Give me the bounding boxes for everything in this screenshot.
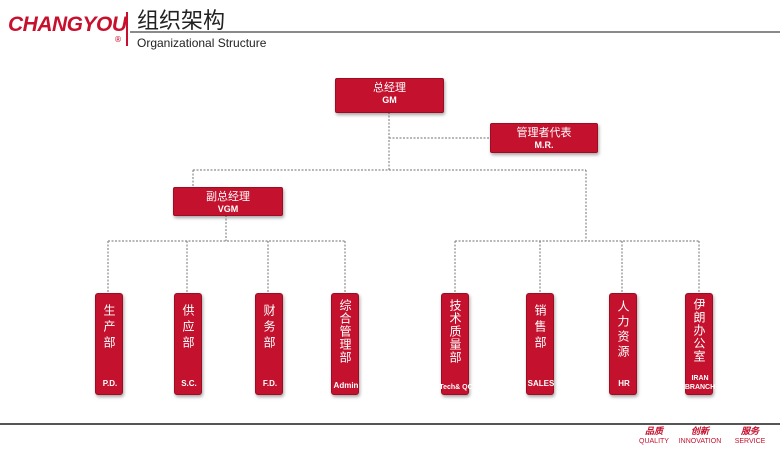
dept-label-en: Tech& QC [439,384,473,391]
dept-label-en: Admin [333,381,359,390]
page-subtitle: Organizational Structure [137,36,267,50]
dept-iran-branch: 伊朗办公室 IRAN BRANCH [685,293,715,395]
dept-label-cn: 销售部 [533,304,547,352]
header-divider [0,31,780,33]
dept-label-en: F.D. [262,379,278,388]
changyou-logo: CHANGYOU ® [8,12,127,44]
dept-label-en: HR [618,379,630,388]
dept-label-en: P.D. [102,379,118,388]
slogan-label-cn: 创新 [690,427,709,437]
slogan-innovation: 创新 INNOVATION [676,427,724,446]
mr-label-cn: 管理者代表 [516,126,572,139]
dept-admin: 综合管理部 Admin [331,293,359,395]
page-title: 组织架构 [137,9,226,34]
slogan-label-cn: 服务 [740,427,759,437]
gm-label-en: GM [382,95,397,105]
registered-mark: ® [114,35,122,44]
slogan-label-cn: 品质 [644,427,663,437]
slogan-quality: 品质 QUALITY [630,427,678,446]
dept-label-cn: 供应部 [181,304,195,352]
slogan-label-en: SERVICE [734,438,766,445]
dept-hr: 人力资源 HR [609,293,637,395]
dept-finance: 财务部 F.D. [255,293,283,395]
slogan-service: 服务 SERVICE [726,427,774,446]
dept-sales: 销售部 SALES [526,293,554,395]
vgm-label-cn: 副总经理 [206,190,250,203]
vgm-label-en: VGM [217,204,239,214]
dept-label-en: SALES [527,379,555,388]
mr-box: 管理者代表 M.R. [490,123,598,153]
dept-label-en: IRAN BRANCH [684,375,716,391]
gm-box: 总经理 GM [335,78,444,113]
dept-label-cn: 财务部 [262,304,276,352]
slogan-label-en: QUALITY [639,438,669,445]
footer-divider [0,423,780,425]
dept-label-cn: 伊朗办公室 [692,298,706,363]
dept-label-en: S.C. [181,379,197,388]
footer-slogans: 品质 QUALITY 创新 INNOVATION 服务 SERVICE [630,427,775,447]
dept-production: 生产部 P.D. [95,293,123,395]
dept-label-cn: 技术质量部 [448,299,462,364]
gm-label-cn: 总经理 [373,81,406,94]
logo-separator [126,12,128,46]
dept-label-cn: 综合管理部 [338,299,352,364]
slogan-label-en: INNOVATION [678,438,722,445]
mr-label-en: M.R. [534,140,554,150]
logo-wordmark: CHANGYOU [8,13,127,36]
dept-supply: 供应部 S.C. [174,293,202,395]
dept-label-cn: 生产部 [102,304,116,352]
vgm-box: 副总经理 VGM [173,187,283,216]
dept-label-cn: 人力资源 [616,300,630,360]
dept-tech-qc: 技术质量部 Tech& QC [439,293,473,395]
